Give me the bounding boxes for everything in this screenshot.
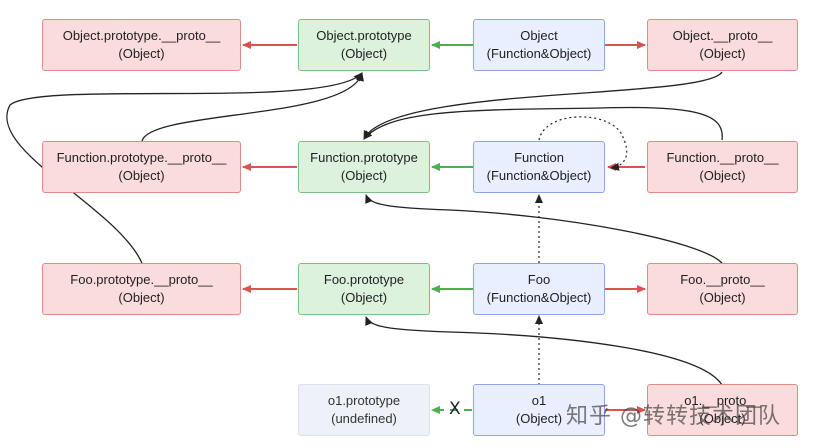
node-foo-proto-name: Foo.__proto__ — [680, 272, 765, 287]
node-foo-proto-type: (Object) — [699, 290, 746, 305]
node-function-proto: Function.__proto__ (Object) — [647, 141, 798, 193]
curve-o1-proto-to-foo-prototype — [365, 316, 723, 386]
node-foo-proto: Foo.__proto__ (Object) — [647, 263, 798, 315]
node-o1-proto-name: o1.__proto__ — [684, 393, 761, 408]
broken-link-x-mark: X — [449, 399, 461, 419]
node-object: Object (Function&Object) — [473, 19, 605, 71]
curve-foo-prototype-proto-to-object-prototype — [6, 72, 363, 264]
node-function-prototype-proto-type: (Object) — [118, 168, 165, 183]
node-o1-prototype: o1.prototype (undefined) — [298, 384, 430, 436]
node-o1-name: o1 — [531, 393, 547, 408]
node-o1-prototype-type: (undefined) — [331, 411, 397, 426]
node-object-proto-type: (Object) — [699, 46, 746, 61]
node-function-prototype-type: (Object) — [340, 168, 388, 183]
watermark-text: 知乎 @转转技术团队 — [566, 404, 781, 429]
curve-function-prototype-proto-to-object-prototype — [141, 72, 364, 142]
node-foo-prototype-proto-type: (Object) — [118, 290, 165, 305]
node-function-type: (Function&Object) — [486, 168, 592, 183]
curve-foo-proto-to-function-prototype — [365, 194, 723, 264]
node-foo-name: Foo — [527, 272, 551, 287]
node-object-type: (Function&Object) — [486, 46, 592, 61]
node-foo-prototype-proto-name: Foo.prototype.__proto__ — [70, 272, 213, 287]
curve-function-proto-to-function-prototype — [363, 106, 723, 141]
node-o1-type: (Object) — [515, 411, 563, 426]
node-o1-proto-type: (Object) — [699, 411, 746, 426]
node-function-prototype: Function.prototype (Object) — [298, 141, 430, 193]
node-function: Function (Function&Object) — [473, 141, 605, 193]
node-object-prototype: Object.prototype (Object) — [298, 19, 430, 71]
node-foo-prototype-type: (Object) — [340, 290, 388, 305]
curve-object-proto-to-function-prototype — [363, 71, 723, 140]
node-object-prototype-proto-type: (Object) — [118, 46, 165, 61]
node-object-prototype-proto: Object.prototype.__proto__ (Object) — [42, 19, 241, 71]
node-foo-type: (Function&Object) — [486, 290, 592, 305]
node-function-prototype-proto-name: Function.prototype.__proto__ — [56, 150, 227, 165]
node-foo-prototype-proto: Foo.prototype.__proto__ (Object) — [42, 263, 241, 315]
node-o1-proto: o1.__proto__ (Object) — [647, 384, 798, 436]
node-function-prototype-name: Function.prototype — [310, 150, 418, 165]
node-function-name: Function — [514, 150, 564, 165]
node-function-prototype-proto: Function.prototype.__proto__ (Object) — [42, 141, 241, 193]
node-o1-prototype-name: o1.prototype — [327, 393, 401, 408]
node-foo: Foo (Function&Object) — [473, 263, 605, 315]
node-object-name: Object — [520, 28, 558, 43]
node-o1: o1 (Object) — [473, 384, 605, 436]
node-object-proto: Object.__proto__ (Object) — [647, 19, 798, 71]
node-object-prototype-name: Object.prototype — [316, 28, 412, 43]
node-foo-prototype-name: Foo.prototype — [323, 272, 405, 287]
node-function-proto-name: Function.__proto__ — [666, 150, 779, 165]
node-function-proto-type: (Object) — [699, 168, 746, 183]
dotted-function-to-function-proto — [538, 116, 628, 171]
node-object-prototype-type: (Object) — [340, 46, 388, 61]
node-object-proto-name: Object.__proto__ — [672, 28, 773, 43]
node-foo-prototype: Foo.prototype (Object) — [298, 263, 430, 315]
node-object-prototype-proto-name: Object.prototype.__proto__ — [62, 28, 221, 43]
